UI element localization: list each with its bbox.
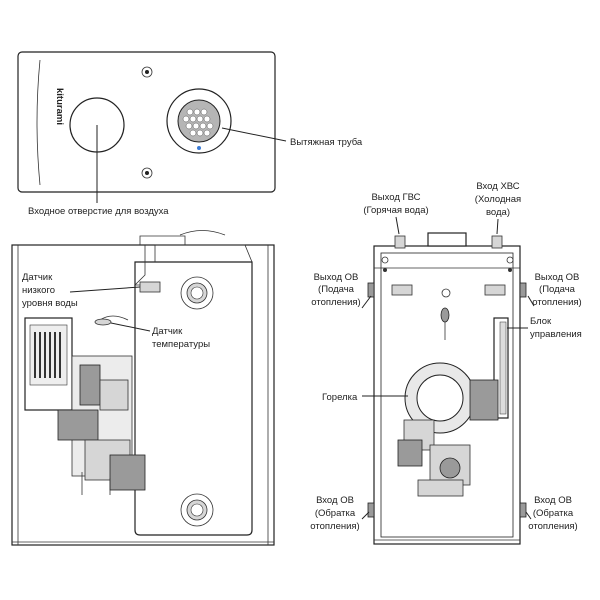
leader-line bbox=[525, 511, 532, 520]
label-dhw-out: Выход ГВС bbox=[371, 192, 420, 203]
leader-line bbox=[527, 295, 535, 307]
screw-icon bbox=[141, 167, 153, 179]
label-air-inlet: Входное отверстие для воздуха bbox=[28, 206, 169, 217]
low-water-sensor bbox=[139, 281, 161, 293]
top-panel-curve bbox=[36, 59, 41, 186]
leader-line bbox=[221, 127, 287, 142]
svg-text:(Обратка: (Обратка bbox=[315, 508, 356, 519]
label-control-unit: Блок bbox=[530, 316, 552, 327]
svg-text:низкого: низкого bbox=[22, 285, 55, 296]
dhw-out-pipe bbox=[394, 235, 406, 249]
top-view: kiturami Вытяжная труба Входное отверсти… bbox=[17, 51, 363, 217]
svg-text:(Холодная: (Холодная bbox=[475, 194, 521, 205]
svg-text:отопления): отопления) bbox=[311, 297, 360, 308]
brand-logo: kiturami bbox=[54, 88, 65, 125]
water-tank bbox=[134, 244, 253, 536]
svg-text:отопления): отопления) bbox=[310, 521, 359, 532]
indicator-dot bbox=[197, 146, 201, 150]
leader-line bbox=[361, 295, 372, 309]
svg-text:(Горячая вода): (Горячая вода) bbox=[363, 205, 428, 216]
leader-line bbox=[496, 218, 499, 235]
svg-text:(Обратка: (Обратка bbox=[533, 508, 574, 519]
burner bbox=[397, 362, 499, 497]
screw-icon bbox=[141, 66, 153, 78]
label-heat-out-left: Выход ОВ bbox=[314, 272, 359, 283]
svg-text:уровня воды: уровня воды bbox=[22, 298, 78, 309]
svg-text:отопления): отопления) bbox=[528, 521, 577, 532]
top-panel bbox=[17, 51, 276, 193]
front-view: Выход ГВС (Горячая вода) Вход ХВС (Холод… bbox=[310, 181, 582, 545]
svg-text:вода): вода) bbox=[486, 207, 510, 218]
svg-text:отопления): отопления) bbox=[532, 297, 581, 308]
label-cold-in: Вход ХВС bbox=[476, 181, 519, 192]
label-heat-out-right: Выход ОВ bbox=[535, 272, 580, 283]
label-heat-in-left: Вход ОВ bbox=[316, 495, 354, 506]
gauge-icon bbox=[441, 288, 451, 298]
svg-text:управления: управления bbox=[530, 329, 582, 340]
flue-collar bbox=[427, 232, 467, 247]
svg-text:(Подача: (Подача bbox=[539, 284, 576, 295]
leader-line bbox=[110, 322, 151, 332]
control-box bbox=[24, 317, 73, 411]
leader-line bbox=[69, 286, 141, 293]
exhaust-pipe bbox=[166, 88, 232, 154]
leader-line bbox=[361, 511, 370, 520]
leader-line bbox=[395, 216, 400, 235]
heat-out-right-pipe bbox=[484, 284, 506, 296]
top-connector bbox=[139, 235, 186, 245]
svg-text:(Подача: (Подача bbox=[318, 284, 355, 295]
label-burner: Горелка bbox=[322, 392, 358, 403]
label-exhaust-pipe: Вытяжная труба bbox=[290, 137, 363, 148]
exhaust-grille bbox=[182, 108, 214, 137]
cold-in-pipe bbox=[491, 235, 503, 249]
label-temperature-sensor: Датчик bbox=[152, 326, 183, 337]
burner-assembly bbox=[57, 355, 146, 495]
probe bbox=[440, 307, 450, 323]
side-view: Датчик низкого уровня воды Датчик темпер… bbox=[11, 230, 275, 546]
label-low-water-sensor: Датчик bbox=[22, 272, 53, 283]
svg-text:температуры: температуры bbox=[152, 339, 210, 350]
label-heat-in-right: Вход ОВ bbox=[534, 495, 572, 506]
heat-out-left-pipe bbox=[391, 284, 413, 296]
temperature-sensor bbox=[94, 318, 112, 326]
